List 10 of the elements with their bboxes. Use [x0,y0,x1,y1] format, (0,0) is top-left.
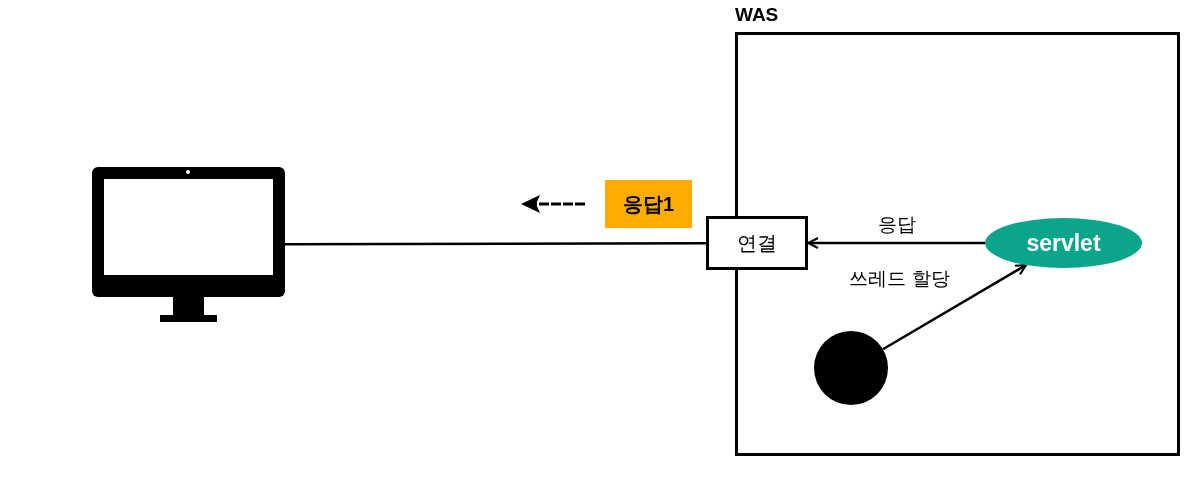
node-label: 응답1 [622,191,675,217]
container-title: WAS [735,4,779,26]
process-box [706,216,808,270]
node-label: servlet [1026,229,1101,257]
arrow [807,237,985,249]
arrow [882,263,1028,351]
node-label: 연결 [737,230,777,256]
monitor-icon [92,167,285,322]
response-tag [605,180,692,228]
connector-line [285,241,706,246]
